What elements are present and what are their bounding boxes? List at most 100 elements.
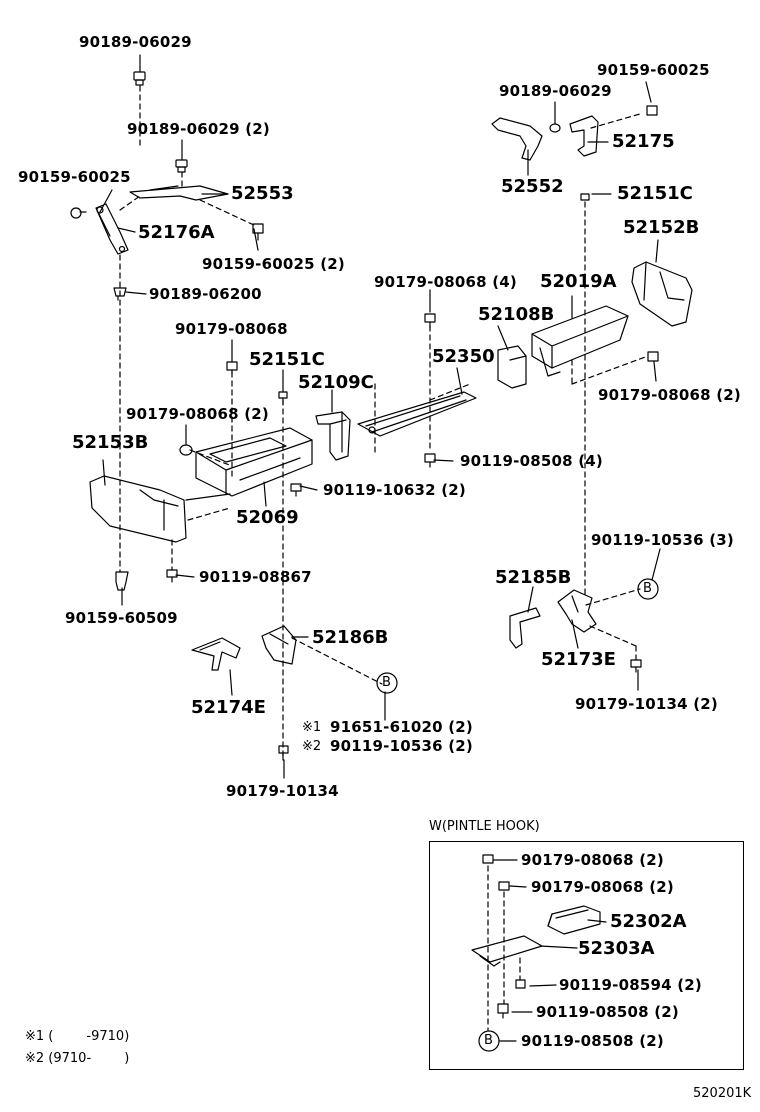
callout-mark-1: ※1 xyxy=(302,720,322,735)
label-90179-10134-2: 90179-10134 (2) xyxy=(575,695,718,713)
label-90189-06029-top: 90189-06029 xyxy=(79,33,192,51)
label-inset-90179-08068-2a: 90179-08068 (2) xyxy=(521,851,664,869)
bracket-52176a-shape xyxy=(95,203,129,255)
bolt-90119-10632-2-shape xyxy=(290,483,302,497)
label-52152b: 52152B xyxy=(623,217,700,238)
inset-bolt-08594-shape xyxy=(515,979,526,989)
pintle-hook-inset-frame xyxy=(429,841,744,1070)
label-90189-06029-2: 90189-06029 (2) xyxy=(127,120,270,138)
label-52552: 52552 xyxy=(501,176,564,197)
bracket-52552-shape xyxy=(491,117,543,161)
nut-90179-08068-2-left-shape xyxy=(179,444,193,456)
bolt-90119-08867-shape xyxy=(166,569,178,583)
part-52151c-left-shape xyxy=(278,391,288,405)
label-52173e: 52173E xyxy=(541,649,616,670)
footnote-2: ※2 (9710- ) xyxy=(25,1051,130,1066)
label-90119-08867: 90119-08867 xyxy=(199,568,312,586)
label-52185b: 52185B xyxy=(495,567,572,588)
ref-b-circle-left xyxy=(376,672,398,694)
label-90179-08068-left: 90179-08068 xyxy=(175,320,288,338)
bracket-52174e-shape xyxy=(191,637,241,671)
ref-b-circle-inset xyxy=(478,1030,500,1052)
label-90189-06029-right: 90189-06029 xyxy=(499,82,612,100)
label-90179-08068-4: 90179-08068 (4) xyxy=(374,273,517,291)
bracket-52185b-shape xyxy=(509,607,541,649)
label-91651-61020-2: 91651-61020 (2) xyxy=(330,718,473,736)
bracket-52173e-shape xyxy=(557,589,597,633)
label-90159-60025-left: 90159-60025 xyxy=(18,168,131,186)
clip-90159-60509-shape xyxy=(115,571,129,591)
step-52019a-shape xyxy=(531,305,629,377)
label-90159-60509: 90159-60509 xyxy=(65,609,178,627)
label-90159-60025-2: 90159-60025 (2) xyxy=(202,255,345,273)
ref-b-circle-right xyxy=(637,578,659,600)
inset-bolt-08508-shape xyxy=(497,1003,509,1019)
end-cap-52153b-shape xyxy=(89,475,231,543)
bolt-90189-06029-2-shape xyxy=(175,159,188,173)
bolt-90179-08068-left-shape xyxy=(226,361,238,375)
label-90159-60025-right: 90159-60025 xyxy=(597,61,710,79)
inset-title: W(PINTLE HOOK) xyxy=(429,819,540,834)
bolt-90179-10134-shape xyxy=(278,745,289,761)
assembly-dashed-lines xyxy=(119,85,649,1031)
bolt-90119-08508-4-shape xyxy=(424,453,436,468)
label-90119-10632-2: 90119-10632 (2) xyxy=(323,481,466,499)
label-52186b: 52186B xyxy=(312,627,389,648)
label-52151c-right: 52151C xyxy=(617,183,693,204)
label-52069: 52069 xyxy=(236,507,299,528)
label-90119-10536-3: 90119-10536 (3) xyxy=(591,531,734,549)
diagram-code: 520201K xyxy=(693,1086,752,1101)
label-90189-06200: 90189-06200 xyxy=(149,285,262,303)
bracket-52175-shape xyxy=(569,115,599,157)
nut-90159-60025-2-shape xyxy=(252,223,264,241)
label-inset-52302a: 52302A xyxy=(610,911,687,932)
label-90179-08068-2-left: 90179-08068 (2) xyxy=(126,405,269,423)
label-52019a: 52019A xyxy=(540,271,617,292)
label-90179-10134: 90179-10134 xyxy=(226,782,339,800)
clip-90189-06200-shape xyxy=(113,287,127,301)
bracket-52109c-shape xyxy=(315,411,351,461)
pad-52302a-shape xyxy=(547,905,601,935)
bolt-90179-10134-2-shape xyxy=(630,659,642,673)
label-52350: 52350 xyxy=(432,346,495,367)
inset-nut-2-shape xyxy=(498,881,510,891)
label-90179-08068-2-right: 90179-08068 (2) xyxy=(598,386,741,404)
bolt-90189-06029-top-shape xyxy=(133,71,146,86)
bolt-90189-06029-right-shape xyxy=(549,123,561,133)
nut-90159-60025-right-shape xyxy=(646,105,658,116)
label-52176a: 52176A xyxy=(138,222,215,243)
label-52175: 52175 xyxy=(612,131,675,152)
bolt-90159-60025-left-shape xyxy=(70,207,87,219)
label-inset-90119-08508-2b: 90119-08508 (2) xyxy=(521,1032,664,1050)
label-inset-90179-08068-2b: 90179-08068 (2) xyxy=(531,878,674,896)
plate-52303a-shape xyxy=(471,935,543,967)
label-52174e: 52174E xyxy=(191,697,266,718)
nut-90179-08068-2-right-shape xyxy=(647,351,659,362)
bracket-52108b-shape xyxy=(497,345,527,389)
part-52151c-right-shape xyxy=(580,193,590,201)
label-52109c: 52109C xyxy=(298,372,374,393)
inset-nut-1-shape xyxy=(482,854,494,864)
label-52151c-left: 52151C xyxy=(249,349,325,370)
label-90119-10536-2: 90119-10536 (2) xyxy=(330,737,473,755)
ref-b-letter-right: B xyxy=(643,581,652,596)
label-inset-90119-08508-2a: 90119-08508 (2) xyxy=(536,1003,679,1021)
label-90119-08508-4: 90119-08508 (4) xyxy=(460,452,603,470)
end-cap-52152b-shape xyxy=(631,261,693,327)
label-52153b: 52153B xyxy=(72,432,149,453)
label-52108b: 52108B xyxy=(478,304,555,325)
ref-b-letter-left: B xyxy=(382,675,391,690)
callout-mark-2: ※2 xyxy=(302,739,322,754)
bracket-52186b-shape xyxy=(261,625,297,665)
bracket-52553-shape xyxy=(129,185,229,201)
leader-lines xyxy=(99,54,661,1042)
label-inset-52303a: 52303A xyxy=(578,938,655,959)
label-52553: 52553 xyxy=(231,183,294,204)
step-52069-shape xyxy=(195,427,313,497)
ref-b-letter-inset: B xyxy=(484,1033,493,1048)
footnote-1: ※1 ( -9710) xyxy=(25,1029,130,1044)
label-inset-90119-08594-2: 90119-08594 (2) xyxy=(559,976,702,994)
bolt-90179-08068-4-shape xyxy=(424,313,436,329)
plate-52350-shape xyxy=(357,391,477,437)
